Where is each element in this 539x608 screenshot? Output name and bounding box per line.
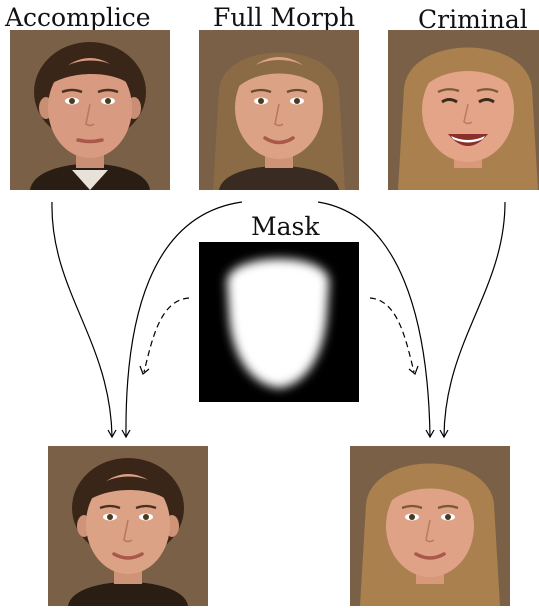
accomplice-label: Accomplice [5, 5, 151, 30]
criminal-label: Criminal [418, 7, 528, 32]
arrow-mask-to-right-dashed [370, 298, 414, 372]
full-morph-face-image [199, 30, 359, 190]
result-right-face-image [350, 446, 510, 606]
arrowhead-mask-right [409, 366, 418, 374]
arrow-criminal-to-right-result [444, 202, 505, 436]
arrow-accomplice-to-left-result [52, 202, 112, 436]
mask-image [199, 242, 359, 402]
arrowhead-mask-left [140, 366, 149, 374]
mask-label: Mask [251, 214, 319, 239]
full-morph-label: Full Morph [213, 5, 355, 30]
arrowhead-left-2 [122, 430, 130, 437]
criminal-face-image [388, 30, 539, 190]
arrowhead-right-2 [440, 430, 448, 437]
arrow-mask-to-left-dashed [144, 298, 189, 372]
result-left-face-image [48, 446, 208, 606]
accomplice-face-image [10, 30, 170, 190]
arrowhead-right-1 [426, 430, 434, 437]
arrowhead-left-1 [108, 430, 116, 437]
